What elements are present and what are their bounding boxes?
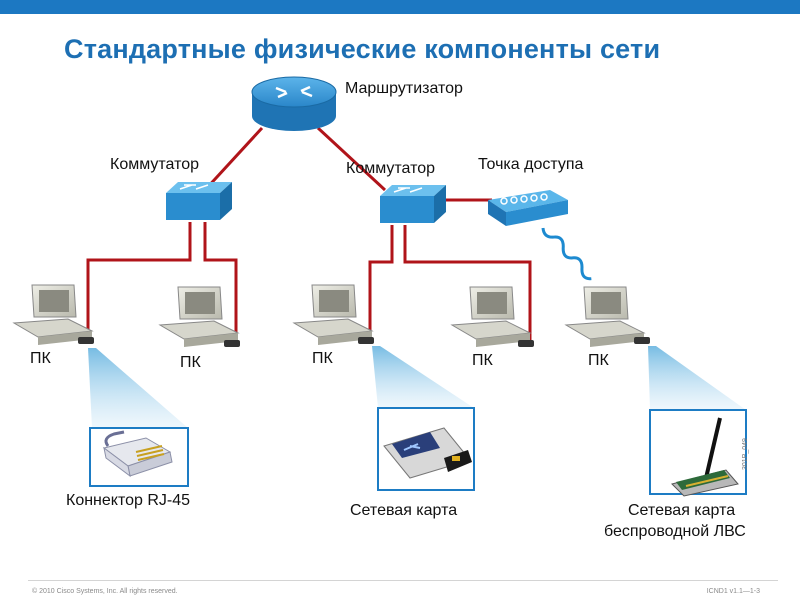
pc-2-icon xyxy=(158,286,240,347)
switch-left-icon xyxy=(166,182,232,220)
top-accent-bar xyxy=(0,0,800,14)
pc-1-label: ПК xyxy=(30,350,51,367)
callout-beam-nic xyxy=(372,346,474,408)
image-code: 301P_049 xyxy=(742,438,749,470)
pc-3-icon xyxy=(292,284,374,345)
pc-5-label: ПК xyxy=(588,352,609,369)
page-title: Стандартные физические компоненты сети xyxy=(64,34,661,64)
callout-beam-rj45 xyxy=(88,348,188,428)
pc-2-label: ПК xyxy=(180,354,201,371)
wnic-label-line1: Сетевая карта xyxy=(628,502,736,519)
network-cables xyxy=(86,126,532,340)
access-point-label: Точка доступа xyxy=(478,156,584,173)
pc-ports xyxy=(78,337,650,347)
access-point-icon xyxy=(488,190,568,226)
callout-beam-wnic xyxy=(648,346,746,410)
wnic-label-line2: беспроводной ЛВС xyxy=(604,523,746,540)
switch-left-label: Коммутатор xyxy=(110,156,200,173)
pc-5-icon xyxy=(564,286,646,347)
pc-4-label: ПК xyxy=(472,352,493,369)
nic-label: Сетевая карта xyxy=(350,502,458,519)
footer-copyright: © 2010 Cisco Systems, Inc. All rights re… xyxy=(32,588,178,595)
pc-4-icon xyxy=(450,286,532,347)
pc-1-icon xyxy=(12,284,94,345)
router-label: Маршрутизатор xyxy=(345,80,463,97)
footer-course: ICND1 v1.1—1-3 xyxy=(706,588,760,595)
rj45-label: Коннектор RJ-45 xyxy=(66,492,191,509)
router-icon xyxy=(251,76,337,131)
wireless-link xyxy=(541,227,592,281)
pc-3-label: ПК xyxy=(312,350,333,367)
rj45-connector-image xyxy=(89,427,189,487)
switch-right-icon xyxy=(380,185,446,223)
nic-card-image xyxy=(377,407,475,491)
footer-divider xyxy=(28,580,778,581)
switch-right-label: Коммутатор xyxy=(346,160,436,177)
wireless-nic-image xyxy=(649,409,747,497)
